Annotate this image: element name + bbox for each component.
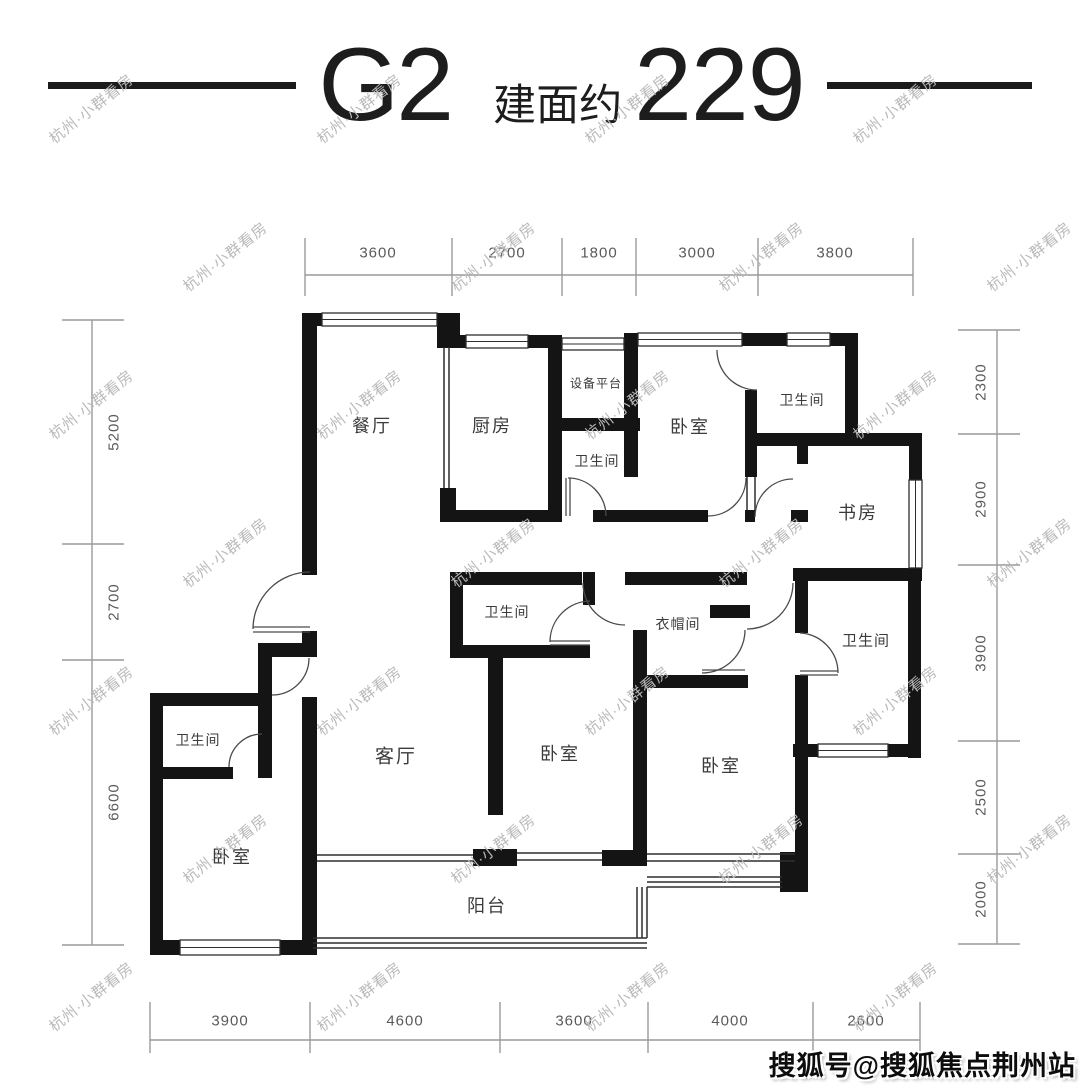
dim-right-2: 2900 <box>972 480 990 518</box>
title-rule-right <box>826 82 1032 89</box>
dim-bottom-3: 3600 <box>555 1012 593 1030</box>
room-label-bedroom-4: 卧室 <box>212 847 252 867</box>
railings-and-partitions <box>313 347 795 949</box>
room-label-bedroom-2: 卧室 <box>540 744 580 764</box>
dim-top-1: 3600 <box>359 244 397 262</box>
dim-top-2: 2700 <box>488 244 526 262</box>
area-prefix: 建面约 <box>493 82 623 130</box>
dim-right-3: 3900 <box>972 634 990 672</box>
room-label-bedroom-3: 卧室 <box>701 756 741 776</box>
dim-bottom-4: 4000 <box>711 1012 749 1030</box>
title-rule-left <box>48 82 297 89</box>
dim-bottom-5: 2600 <box>847 1012 885 1030</box>
dim-left-1: 5200 <box>105 413 123 451</box>
dim-bottom-2: 4600 <box>386 1012 424 1030</box>
room-label-bedroom-1: 卧室 <box>670 417 710 437</box>
dim-left-2: 2700 <box>105 583 123 621</box>
area-value: 229 <box>634 27 806 143</box>
dimension-ruler-lines <box>62 238 1020 1053</box>
room-label-balcony: 阳台 <box>467 896 507 916</box>
dim-bottom-1: 3900 <box>211 1012 249 1030</box>
room-label-living-room: 客厅 <box>374 746 418 768</box>
dim-top-5: 3800 <box>816 244 854 262</box>
room-label-dining: 餐厅 <box>352 416 392 436</box>
room-label-bathroom-4: 卫生间 <box>841 632 891 650</box>
room-label-cloakroom: 衣帽间 <box>655 616 701 632</box>
sohu-account-watermark: 搜狐号@搜狐焦点荆州站 <box>768 1051 1076 1081</box>
dim-top-3: 1800 <box>580 244 618 262</box>
room-label-equipment-platform: 设备平台 <box>569 376 623 391</box>
dim-top-4: 3000 <box>678 244 716 262</box>
dim-right-5: 2000 <box>972 880 990 918</box>
door-arcs <box>228 349 839 768</box>
windows <box>179 312 923 956</box>
title: G2 建面约 229 <box>0 26 1080 145</box>
room-label-bathroom-5: 卫生间 <box>175 732 221 748</box>
room-label-bathroom-3: 卫生间 <box>484 604 530 620</box>
room-label-bathroom-2: 卫生间 <box>779 392 825 408</box>
room-label-study: 书房 <box>838 503 878 523</box>
dim-right-4: 2500 <box>972 778 990 816</box>
dim-right-1: 2300 <box>972 363 990 401</box>
room-label-bathroom-1: 卫生间 <box>574 453 620 469</box>
dim-left-3: 6600 <box>105 783 123 821</box>
unit-model: G2 <box>318 27 454 143</box>
room-label-kitchen: 厨房 <box>472 416 512 436</box>
